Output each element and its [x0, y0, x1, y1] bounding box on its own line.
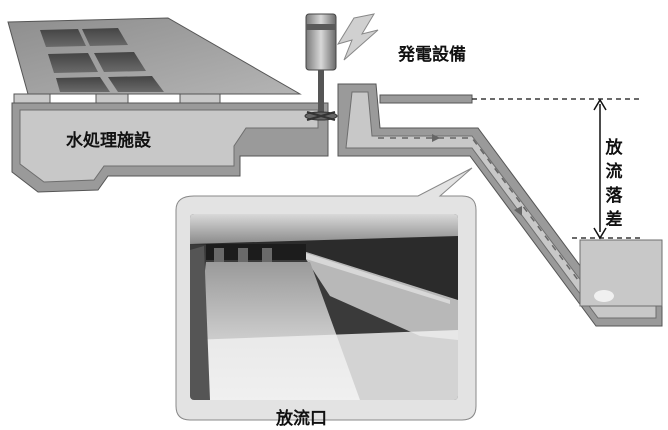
water-treatment-facility-label: 水処理施設	[66, 131, 151, 151]
drop-height-indicator	[472, 98, 640, 240]
discharge-drop-label: 放流落差	[604, 136, 624, 232]
facility-basin	[19, 109, 319, 183]
outlet-splash	[594, 290, 614, 302]
outlet-basin	[579, 239, 663, 307]
outlet-photo	[190, 214, 458, 400]
discharge-drop-char: 落	[605, 186, 623, 206]
power-equipment-label: 発電設備	[398, 45, 466, 65]
discharge-outlet-label: 放流口	[276, 409, 327, 429]
outlet-photo-callout	[175, 167, 477, 421]
roof-panel	[40, 29, 86, 47]
discharge-drop-char: 差	[605, 210, 623, 230]
roof-panel	[56, 77, 110, 92]
generator-icon	[304, 13, 338, 121]
lightning-icon	[336, 13, 379, 61]
facility-roof	[7, 17, 302, 95]
roof-panel	[94, 52, 146, 72]
roof-panel	[108, 76, 164, 92]
upper-deck	[379, 94, 473, 104]
discharge-drop-char: 放	[605, 138, 623, 158]
facility-vents	[13, 93, 221, 104]
roof-panel	[48, 53, 98, 73]
discharge-drop-char: 流	[605, 162, 623, 182]
roof-panel	[82, 28, 128, 46]
